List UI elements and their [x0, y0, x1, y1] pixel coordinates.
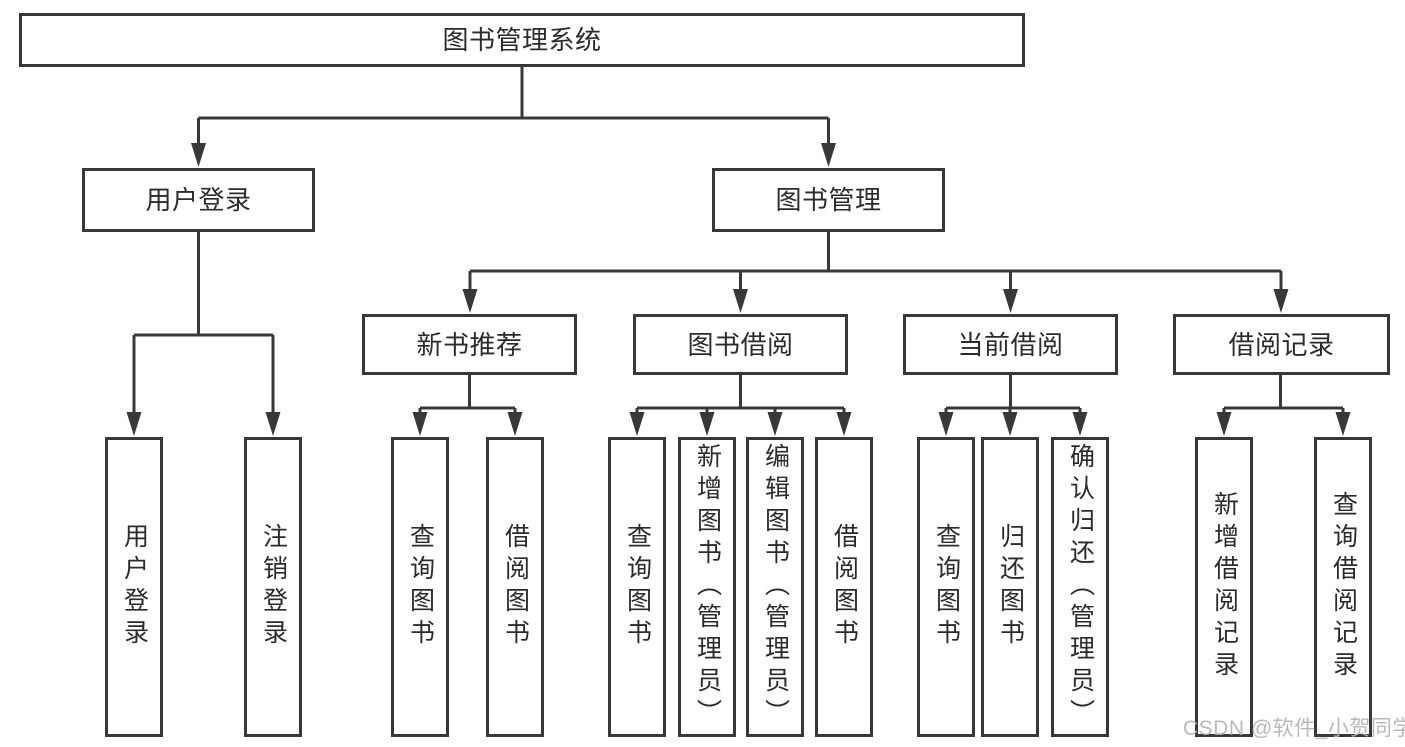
leaf-current-return-books: 归还图书 — [981, 437, 1039, 737]
leaf-user-login: 用户登录 — [105, 437, 163, 737]
leaf-borrowing-borrow-books: 借阅图书 — [815, 437, 873, 737]
leaf-logout-login: 注销登录 — [244, 437, 302, 737]
leaf-borrowing-query-books: 查询图书 — [608, 437, 666, 737]
leaf-current-query-books: 查询图书 — [917, 437, 975, 737]
node-new-book-recommend: 新书推荐 — [362, 314, 577, 375]
watermark-csdn: CSDN @软件_小贺同学 — [1183, 717, 1405, 740]
node-borrow-records: 借阅记录 — [1173, 314, 1390, 375]
node-book-management: 图书管理 — [712, 168, 945, 232]
leaf-borrowing-add-books-admin: 新增图书（管理员） — [678, 437, 736, 737]
node-root-library-system: 图书管理系统 — [19, 13, 1025, 67]
leaf-newrec-query-books: 查询图书 — [391, 437, 449, 737]
leaf-borrowing-edit-books-admin: 编辑图书（管理员） — [746, 437, 804, 737]
leaf-current-confirm-return-admin: 确认归还（管理员） — [1051, 437, 1109, 737]
leaf-records-add-record: 新增借阅记录 — [1195, 437, 1253, 737]
node-user-login: 用户登录 — [82, 168, 315, 232]
leaf-records-query-record: 查询借阅记录 — [1314, 437, 1372, 737]
node-book-borrowing: 图书借阅 — [633, 314, 848, 375]
node-current-borrowing: 当前借阅 — [903, 314, 1118, 375]
leaf-newrec-borrow-books: 借阅图书 — [486, 437, 544, 737]
